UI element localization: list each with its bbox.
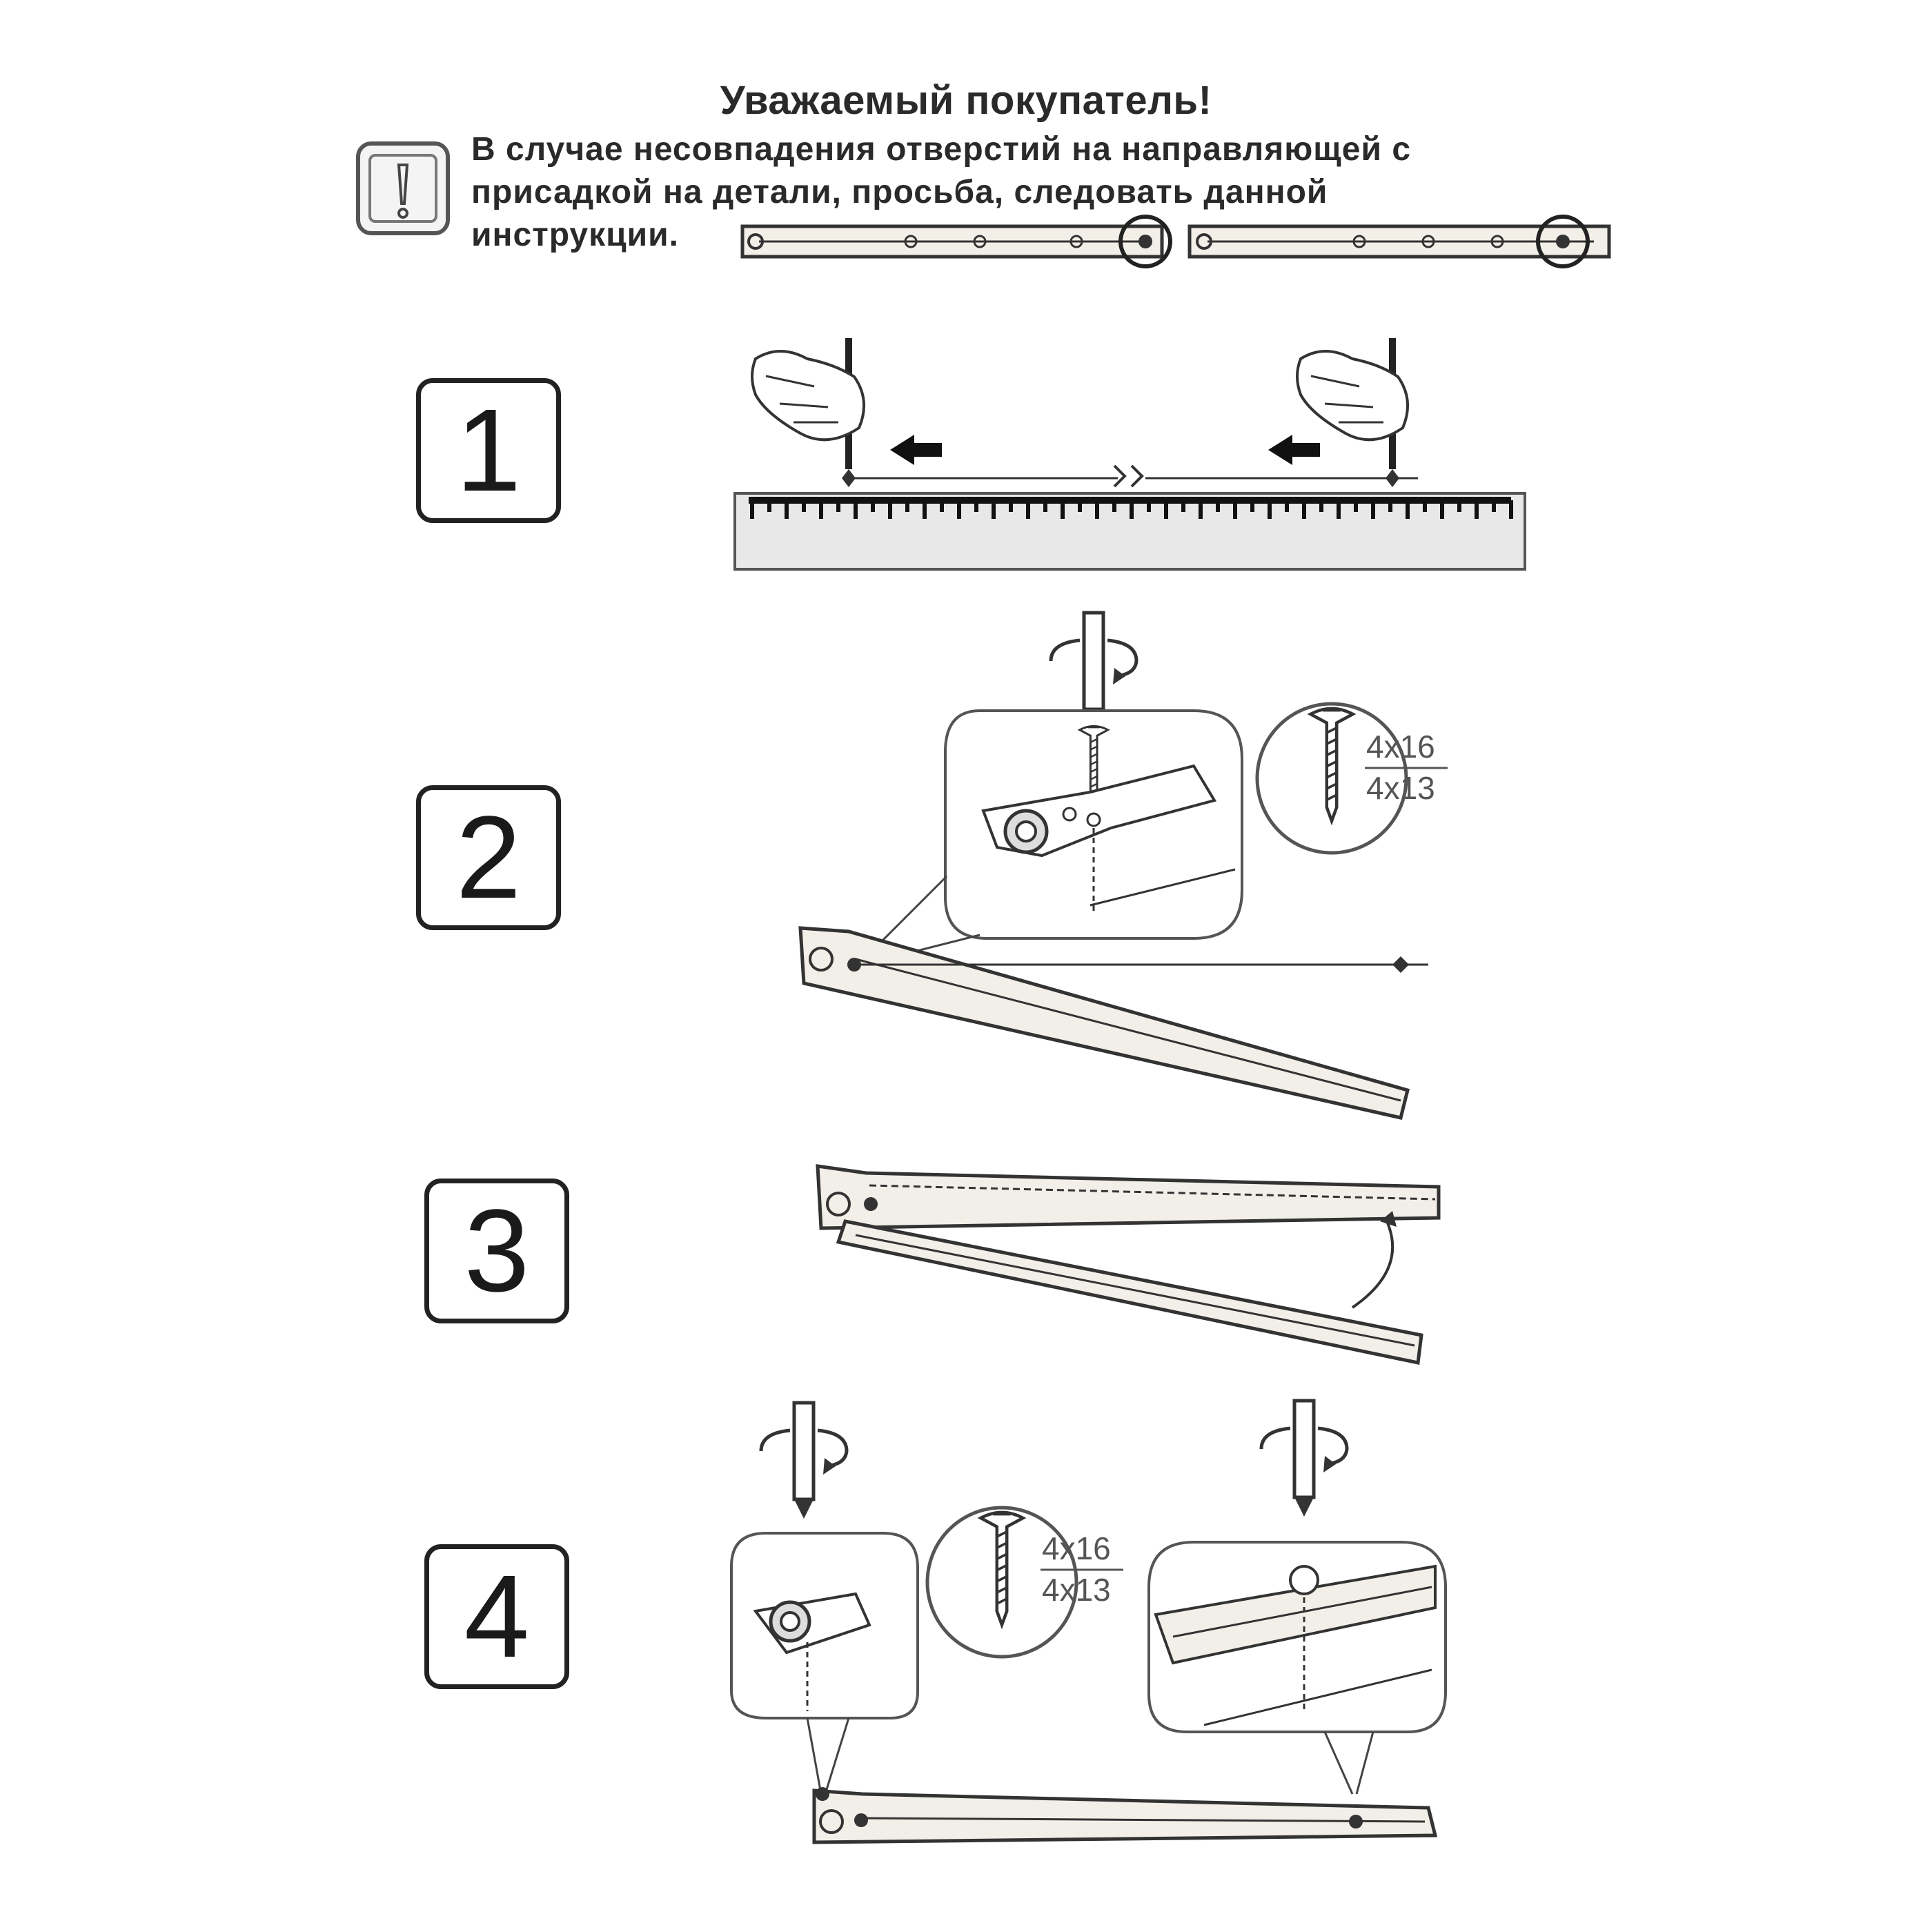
arrow-left-icon: [890, 435, 942, 465]
notice-line-1: В случае несовпадения отверстий на напра…: [471, 131, 1412, 168]
notice-line-3: инструкции.: [471, 217, 679, 253]
step-4-illustration: 4x16 4x13: [730, 1401, 1447, 1844]
screw-size-bottom-2: 4x13: [1042, 1572, 1111, 1608]
step-3-illustration: [816, 1164, 1441, 1366]
step-4-badge: 4: [424, 1544, 569, 1689]
step-2-badge: 2: [416, 785, 561, 930]
step-1-badge: 1: [416, 378, 561, 523]
hand-pencil-icon: [751, 338, 866, 469]
step-1-illustration: [733, 338, 1526, 571]
drawer-rail-icon: [1187, 215, 1611, 268]
step-3-badge: 3: [424, 1179, 569, 1323]
warning-icon: [356, 141, 450, 235]
notice-line-2: присадкой на детали, просьба, следовать …: [471, 174, 1328, 210]
page-title: Уважаемый покупатель!: [720, 78, 1212, 123]
drawer-rail-icon: [740, 215, 1172, 268]
screwdriver-icon: [1261, 1401, 1347, 1517]
screw-size-top-2: 4x16: [1042, 1530, 1111, 1566]
screwdriver-icon: [761, 1403, 847, 1519]
drawer-rail-icon: [812, 1787, 1438, 1844]
screw-size-bottom: 4x13: [1366, 770, 1435, 806]
screw-size-top: 4x16: [1366, 729, 1435, 765]
hand-pencil-icon: [1296, 338, 1410, 469]
notice-text: В случае несовпадения отверстий на напра…: [471, 128, 1575, 257]
step-2-illustration: 4x16 4x13: [798, 613, 1448, 1120]
drawer-rail-icon: [798, 926, 1428, 1120]
arrow-left-icon: [1268, 435, 1320, 465]
